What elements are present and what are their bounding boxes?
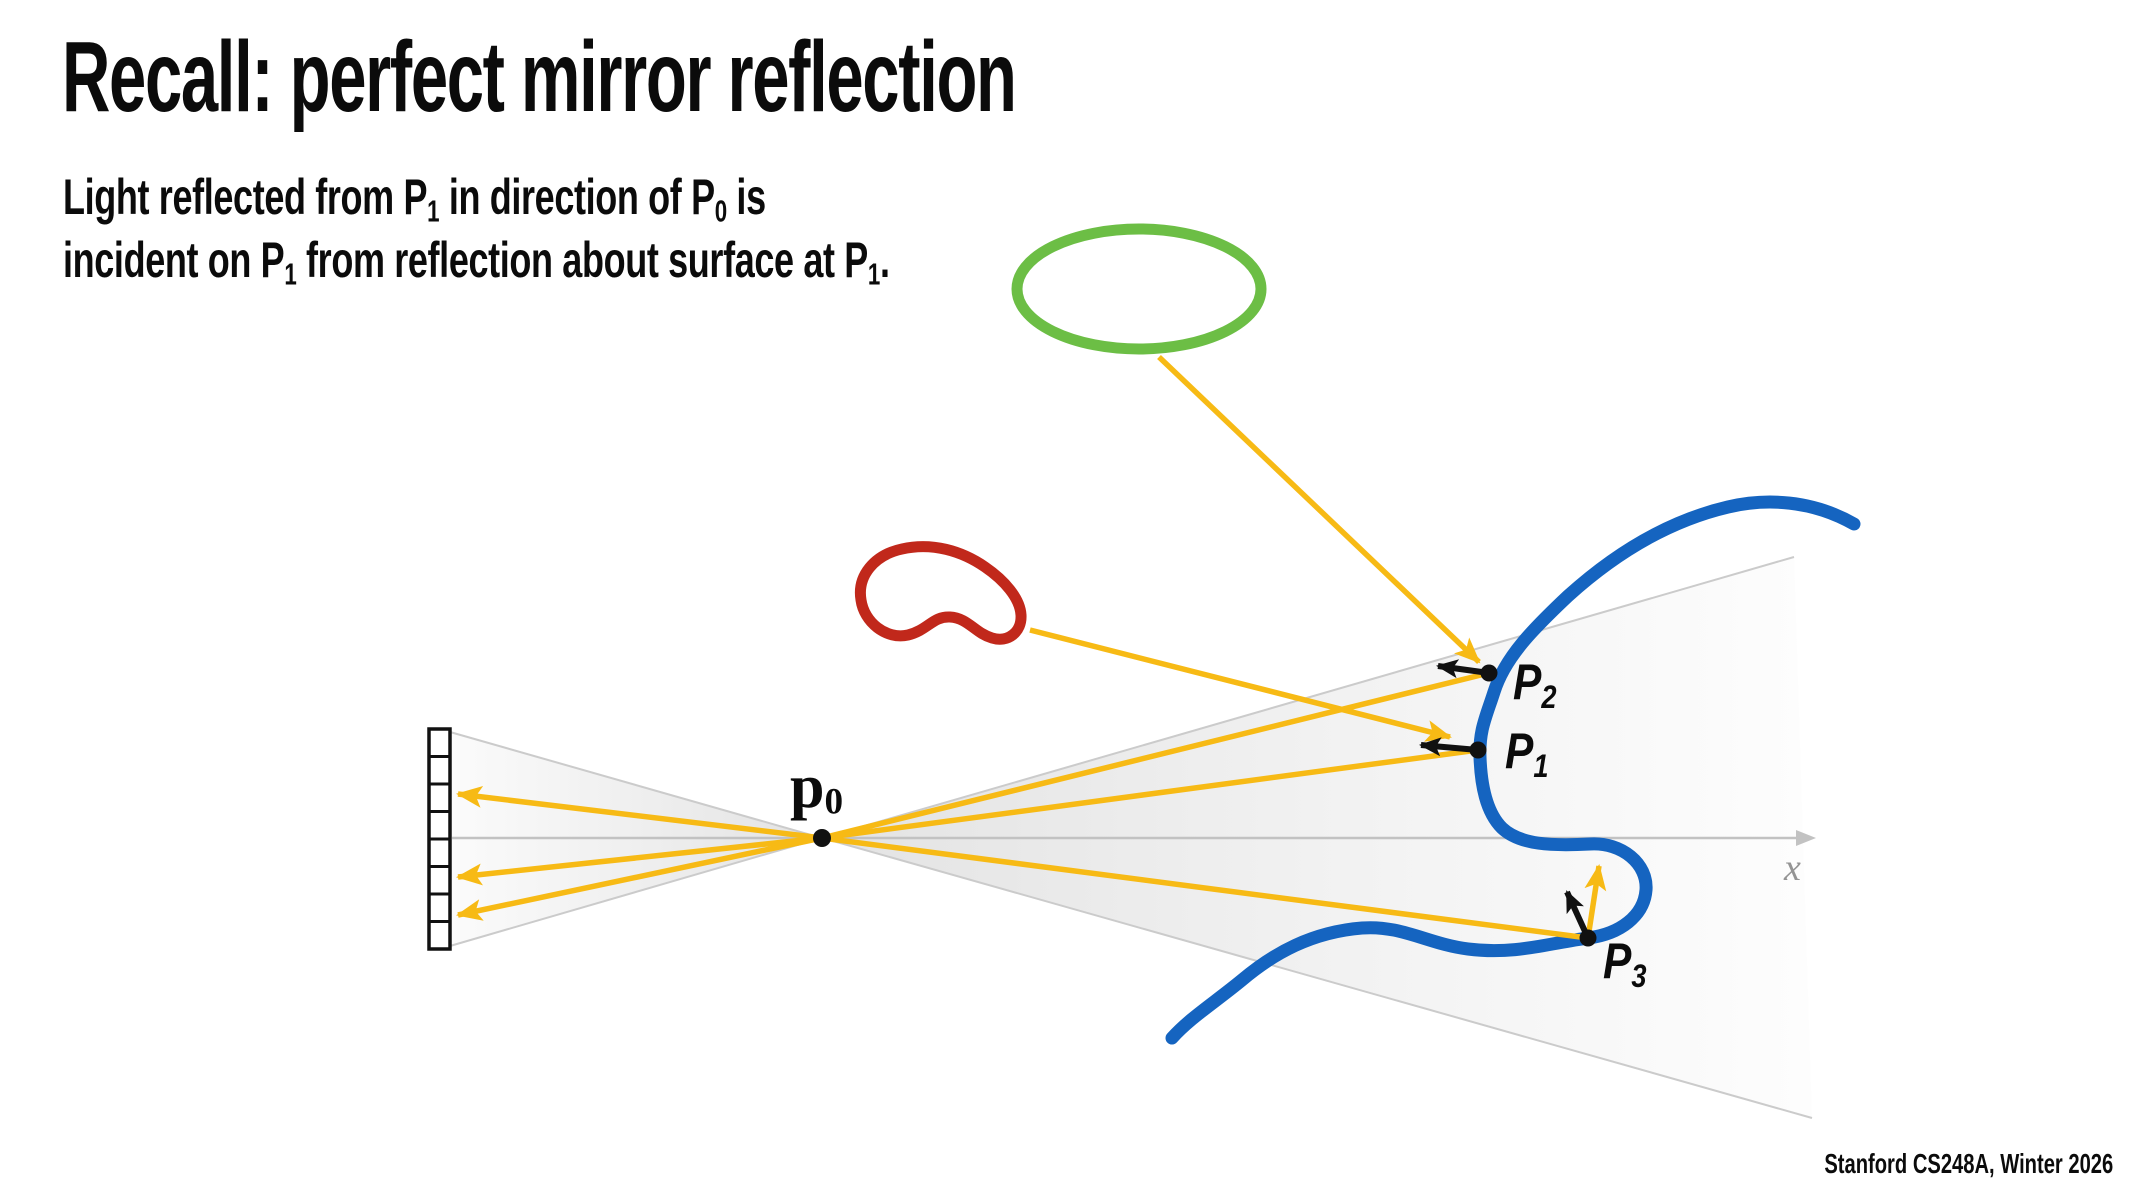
- label-p0: p0: [790, 752, 843, 824]
- frustum-right-top-edge: [825, 556, 1795, 838]
- point-p2-dot: [1480, 664, 1498, 682]
- point-p3-dot: [1579, 929, 1597, 947]
- label-p0-base: p: [790, 753, 825, 821]
- light-source-green-ellipse: [1011, 223, 1267, 355]
- incident-ray-red-to-p1: [1029, 627, 1452, 742]
- label-p0-sub: 0: [824, 781, 844, 823]
- object-red-blob: [854, 541, 1027, 645]
- label-p1-base: P: [1505, 723, 1534, 779]
- body-text-line-2: incident on P1 from reflection about sur…: [63, 232, 890, 292]
- label-p2-sub: 2: [1541, 678, 1557, 715]
- label-p2: P2: [1513, 653, 1556, 716]
- body-text-line-1: Light reflected from P1 in direction of …: [63, 169, 766, 229]
- reflected-direction-arrow-p2: [1436, 659, 1490, 679]
- incident-ray-green-to-p2: [1157, 355, 1481, 664]
- footer-credit: Stanford CS248A, Winter 2026: [1824, 1148, 2113, 1179]
- x-axis-label: x: [1784, 847, 1801, 889]
- label-p1: P1: [1505, 722, 1548, 785]
- page-title: Recall: perfect mirror reflection: [62, 21, 1017, 133]
- x-axis-arrowhead: [1796, 830, 1816, 846]
- label-p2-base: P: [1513, 654, 1542, 710]
- frustum-right-bottom-edge: [825, 838, 1813, 1119]
- image-sensor: [427, 727, 452, 951]
- label-p1-sub: 1: [1533, 747, 1549, 784]
- label-p3: P3: [1603, 932, 1646, 995]
- point-p0-dot: [813, 829, 831, 847]
- label-p3-sub: 3: [1631, 957, 1647, 994]
- frustum-left-bottom-edge: [449, 838, 819, 947]
- frustum-left-top-edge: [449, 731, 819, 838]
- mirror-surface-curve: [1165, 495, 1861, 1045]
- reflected-ray-arrow-p3: [1584, 864, 1607, 939]
- label-p3-base: P: [1603, 933, 1632, 989]
- point-p1-dot: [1469, 741, 1487, 759]
- reflected-direction-arrow-p1: [1419, 737, 1479, 757]
